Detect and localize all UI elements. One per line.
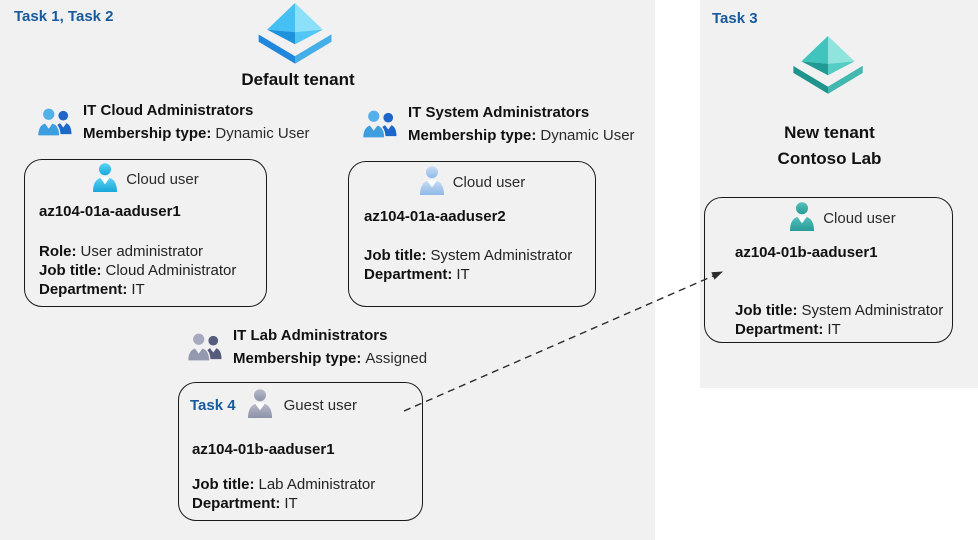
field-job-title: Job title:System Administrator: [364, 247, 573, 264]
field-department: Department:IT: [192, 495, 298, 512]
default-tenant-title: Default tenant: [241, 70, 355, 89]
azure-tenant-icon-blue: [256, 3, 334, 71]
cloud-user-icon-lightblue: [419, 166, 445, 199]
card-header: Cloud user: [719, 202, 966, 235]
group-name: IT Cloud Administrators: [83, 102, 254, 119]
card-header: Task 4 Guest user: [179, 389, 422, 422]
user-card-az104-01a-aaduser2: Cloud user az104-01a-aaduser2 Job title:…: [348, 161, 596, 307]
group-membership: Membership type:Dynamic User: [408, 127, 635, 144]
user-type-label: Guest user: [283, 397, 357, 414]
user-name: az104-01a-aaduser2: [364, 208, 506, 225]
field-job-title: Job title:System Administrator: [735, 302, 944, 319]
user-fields: Job title:System Administrator Departmen…: [735, 301, 952, 339]
group-membership: Membership type:Dynamic User: [83, 125, 310, 142]
field-job-title: Job title:Lab Administrator: [192, 476, 376, 493]
field-role: Role:User administrator: [39, 243, 204, 260]
group-name: IT System Administrators: [408, 104, 590, 121]
group-it-system-administrators: IT System Administrators Membership type…: [361, 103, 635, 145]
user-type-label: Cloud user: [126, 171, 199, 188]
group-users-icon-blue: [361, 103, 399, 144]
group-it-cloud-administrators: IT Cloud Administrators Membership type:…: [36, 101, 310, 143]
user-card-newtenant-az104-01b-aaduser1: Cloud user az104-01b-aaduser1 Job title:…: [704, 197, 953, 343]
user-name: az104-01b-aaduser1: [735, 244, 878, 261]
user-card-guest-az104-01b-aaduser1: Task 4 Guest user az104-01b-aaduser1 Job…: [178, 382, 423, 521]
user-fields: Role:User administrator Job title:Cloud …: [39, 242, 266, 299]
group-users-icon-blue: [36, 101, 74, 142]
azure-tenant-icon-teal: [791, 36, 865, 101]
guest-user-icon-gray: [247, 389, 273, 422]
user-card-az104-01a-aaduser1: Cloud user az104-01a-aaduser1 Role:User …: [24, 159, 267, 307]
task-4-label: Task 4: [190, 397, 236, 414]
default-tenant-panel: [0, 0, 655, 540]
user-name: az104-01b-aaduser1: [192, 441, 335, 458]
task-1-2-label: Task 1, Task 2: [14, 8, 114, 25]
user-name: az104-01a-aaduser1: [39, 203, 181, 220]
field-job-title: Job title:Cloud Administrator: [39, 262, 237, 279]
user-type-label: Cloud user: [823, 210, 896, 227]
field-department: Department:IT: [39, 281, 145, 298]
cloud-user-icon-teal: [789, 202, 815, 235]
group-membership: Membership type:Assigned: [233, 350, 428, 367]
cloud-user-icon-cyan: [92, 163, 118, 196]
card-header: Cloud user: [349, 166, 595, 199]
card-header: Cloud user: [25, 163, 266, 196]
new-tenant-title-line1: New tenant: [784, 123, 875, 142]
field-department: Department:IT: [364, 266, 470, 283]
new-tenant-title-line2: Contoso Lab: [777, 149, 882, 168]
user-type-label: Cloud user: [452, 174, 526, 191]
user-fields: Job title:Lab Administrator Department:I…: [192, 475, 422, 513]
field-department: Department:IT: [735, 321, 841, 338]
user-fields: Job title:System Administrator Departmen…: [364, 246, 595, 284]
group-it-lab-administrators: IT Lab Administrators Membership type:As…: [186, 326, 428, 368]
group-name: IT Lab Administrators: [233, 327, 388, 344]
task-3-label: Task 3: [712, 10, 758, 27]
group-users-icon-gray: [186, 326, 224, 367]
